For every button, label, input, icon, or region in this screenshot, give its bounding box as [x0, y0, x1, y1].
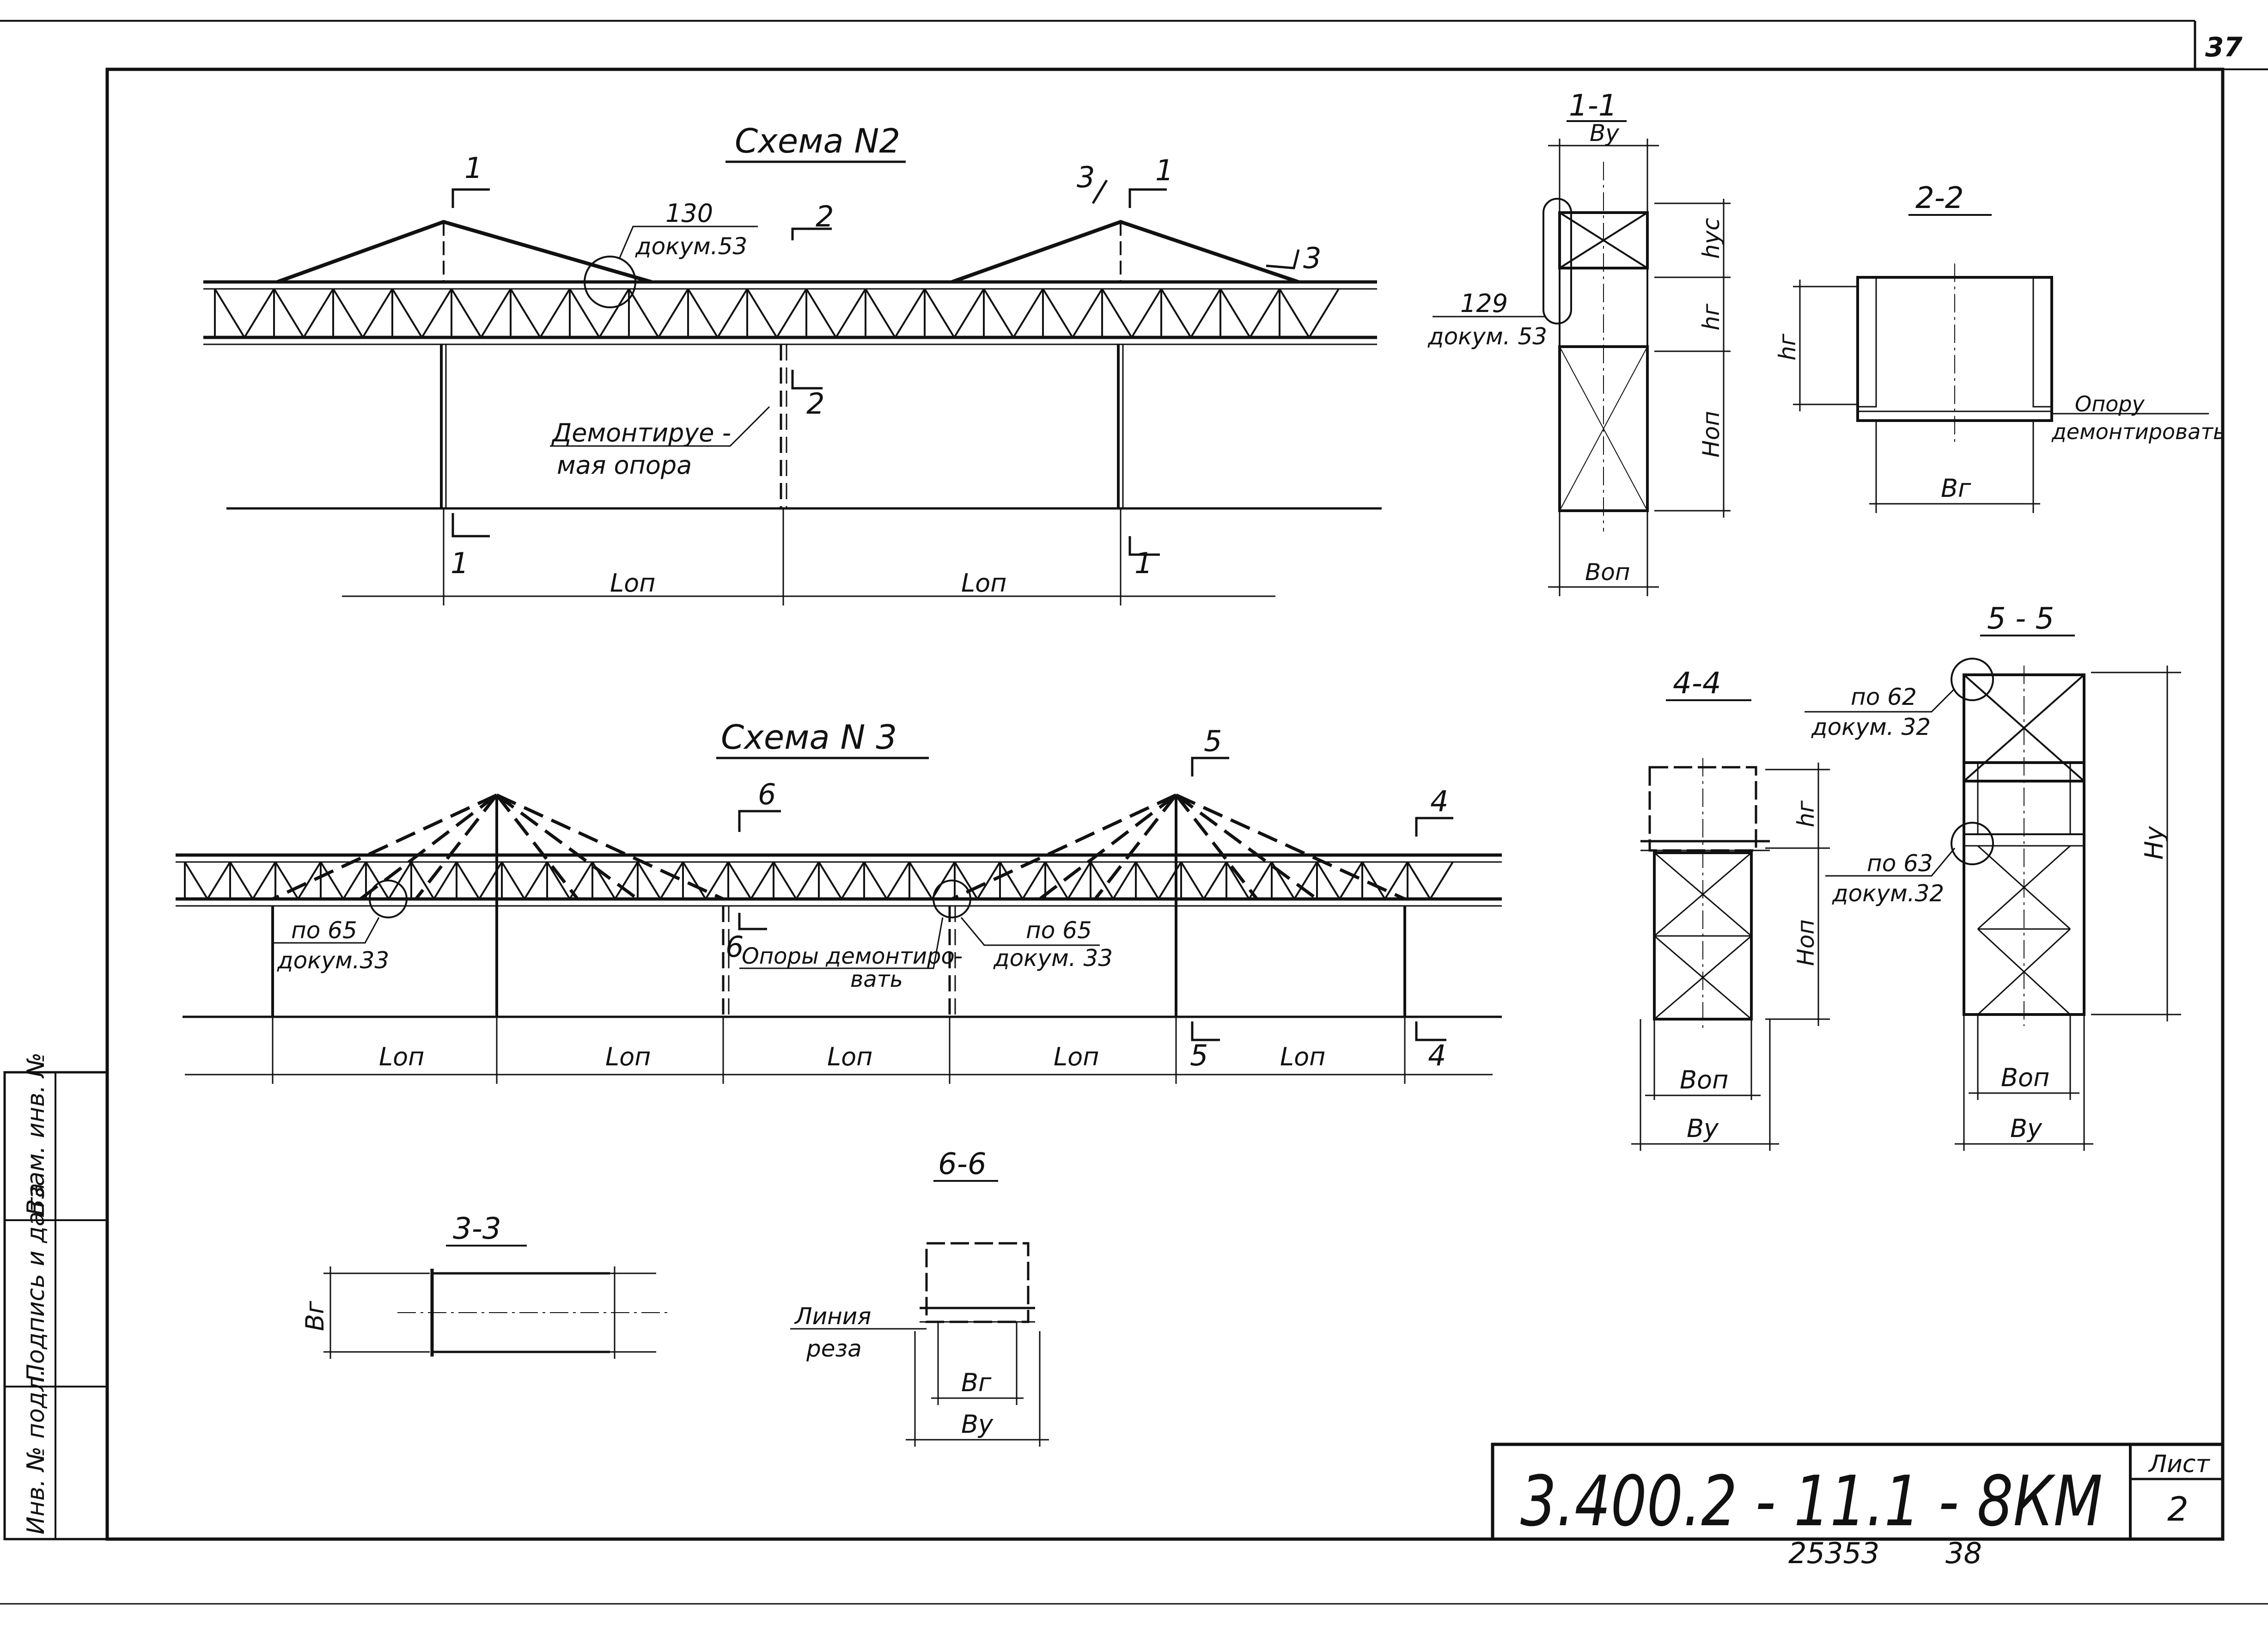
s2-mark-1c: 1 — [1155, 153, 1173, 187]
sheet-frame — [0, 20, 2268, 1605]
s11-dim-by: By — [1590, 120, 1620, 147]
s2-mark-1a: 1 — [464, 151, 482, 185]
s3-mark-4b: 4 — [1428, 1039, 1446, 1072]
section-2-2-drawing — [1793, 263, 2209, 513]
removed-support-label-1: Демонтируе - — [551, 418, 731, 447]
callout-65a-2: докум.33 — [277, 947, 389, 974]
sheet-label: Лист — [2148, 1450, 2210, 1478]
s44-dim-bop: Bоп — [1680, 1065, 1728, 1094]
callout-130-doc: докум.53 — [635, 233, 747, 260]
s33-dim-bg: Bг — [300, 1301, 329, 1331]
callout-129-num: 129 — [1460, 289, 1508, 318]
s11-dim-hop: Hоп — [1698, 411, 1725, 458]
scheme3-title: Схема N 3 — [721, 718, 897, 757]
s2-mark-3a: 3 — [1077, 160, 1095, 194]
cut-line-label-2: реза — [806, 1335, 862, 1362]
s2-mark-3b: 3 — [1303, 241, 1321, 275]
section-3-3-title: 3-3 — [453, 1212, 501, 1246]
section-6-6-drawing — [790, 1242, 1049, 1447]
s11-dim-bop: Bоп — [1585, 559, 1630, 586]
side-stamp-vzam: Взам. инв. № — [22, 1052, 50, 1216]
scheme2-drawing — [203, 179, 1382, 605]
cut-line-label-1: Линия — [794, 1303, 871, 1330]
s66-dim-bg: Bг — [961, 1368, 992, 1397]
dim-lop-s3-3: Lоп — [827, 1042, 872, 1071]
side-stamp: Взам. инв. № Подпись и дата Инв. № подл. — [3, 1052, 109, 1540]
dim-lop-s3-5: Lоп — [1280, 1042, 1325, 1071]
dim-lop-s2-2: Lоп — [961, 568, 1006, 598]
section-3-3-drawing — [323, 1266, 670, 1359]
s55-dim-hy: Hу — [2140, 825, 2169, 860]
dim-lop-s3-4: Lоп — [1054, 1042, 1099, 1071]
callout-63-1: по 63 — [1867, 850, 1933, 877]
archive-number: 25353 — [1788, 1536, 1879, 1570]
callout-62-2: докум. 32 — [1811, 714, 1931, 740]
s44-dim-hop: Hоп — [1792, 919, 1819, 966]
callout-65b-1: по 65 — [1026, 917, 1092, 944]
s55-dim-bop: Bоп — [2001, 1063, 2049, 1092]
s3-mark-6b: 6 — [726, 930, 744, 964]
scheme3-drawing — [176, 757, 1502, 1084]
section-5-5-drawing — [1805, 658, 2181, 1151]
dim-lop-s3-1: Lоп — [379, 1042, 424, 1071]
sheet-corner-number: 37 — [2205, 31, 2243, 63]
s11-dim-hus: hус — [1698, 218, 1725, 259]
s22-dim-hg: hг — [1774, 333, 1801, 361]
s3-mark-6a: 6 — [758, 777, 776, 811]
s44-dim-by: By — [1687, 1114, 1719, 1143]
sheet-number: 2 — [2167, 1490, 2189, 1528]
remove-support-label-2: демонтировать — [2051, 419, 2225, 444]
callout-65a-1: по 65 — [291, 917, 357, 944]
callout-62-1: по 62 — [1851, 684, 1917, 710]
archive-page: 38 — [1945, 1536, 1982, 1570]
s2-mark-1d: 1 — [1134, 546, 1152, 580]
section-4-4-title: 4-4 — [1673, 666, 1721, 701]
section-4-4-drawing — [1631, 758, 1830, 1151]
remove-supports-label-2: вать — [850, 966, 903, 992]
dim-lop-s3-2: Lоп — [605, 1042, 651, 1071]
document-code: 3.400.2 - 11.1 - 8КМ — [1520, 1461, 2103, 1542]
callout-65b-2: докум. 33 — [993, 945, 1113, 972]
section-6-6-title: 6-6 — [938, 1147, 987, 1181]
s2-mark-1b: 1 — [451, 546, 469, 580]
title-block — [1491, 1443, 2225, 1541]
s2-mark-2a: 2 — [816, 200, 834, 233]
s22-dim-bg: Bг — [1941, 474, 1971, 503]
remove-supports-label-1: Опоры демонтиро- — [742, 943, 963, 969]
removed-support-label-2: мая опора — [557, 451, 692, 480]
s2-mark-2b: 2 — [806, 387, 824, 421]
s11-dim-hg: hг — [1698, 303, 1725, 330]
callout-63-2: докум.32 — [1832, 880, 1944, 907]
s3-mark-5b: 5 — [1190, 1039, 1208, 1072]
section-1-1-title: 1-1 — [1569, 89, 1617, 123]
section-2-2-title: 2-2 — [1915, 181, 1964, 215]
dim-lop-s2-1: Lоп — [610, 568, 655, 598]
scheme2-title: Схема N2 — [735, 122, 900, 160]
s44-dim-hg: hг — [1792, 800, 1819, 827]
section-5-5-title: 5 - 5 — [1987, 602, 2054, 636]
side-stamp-sign-date: Подпись и дата — [22, 1183, 50, 1382]
section-1-1-drawing — [1433, 139, 1731, 596]
remove-support-label-1: Опору — [2075, 391, 2145, 416]
s3-mark-5a: 5 — [1204, 724, 1222, 758]
callout-129-doc: докум. 53 — [1427, 323, 1547, 350]
s66-dim-by: By — [961, 1410, 994, 1439]
s55-dim-by: By — [2010, 1114, 2042, 1143]
s3-mark-4a: 4 — [1430, 784, 1448, 818]
callout-130-num: 130 — [665, 199, 713, 228]
side-stamp-inv-no: Инв. № подл. — [22, 1369, 50, 1534]
